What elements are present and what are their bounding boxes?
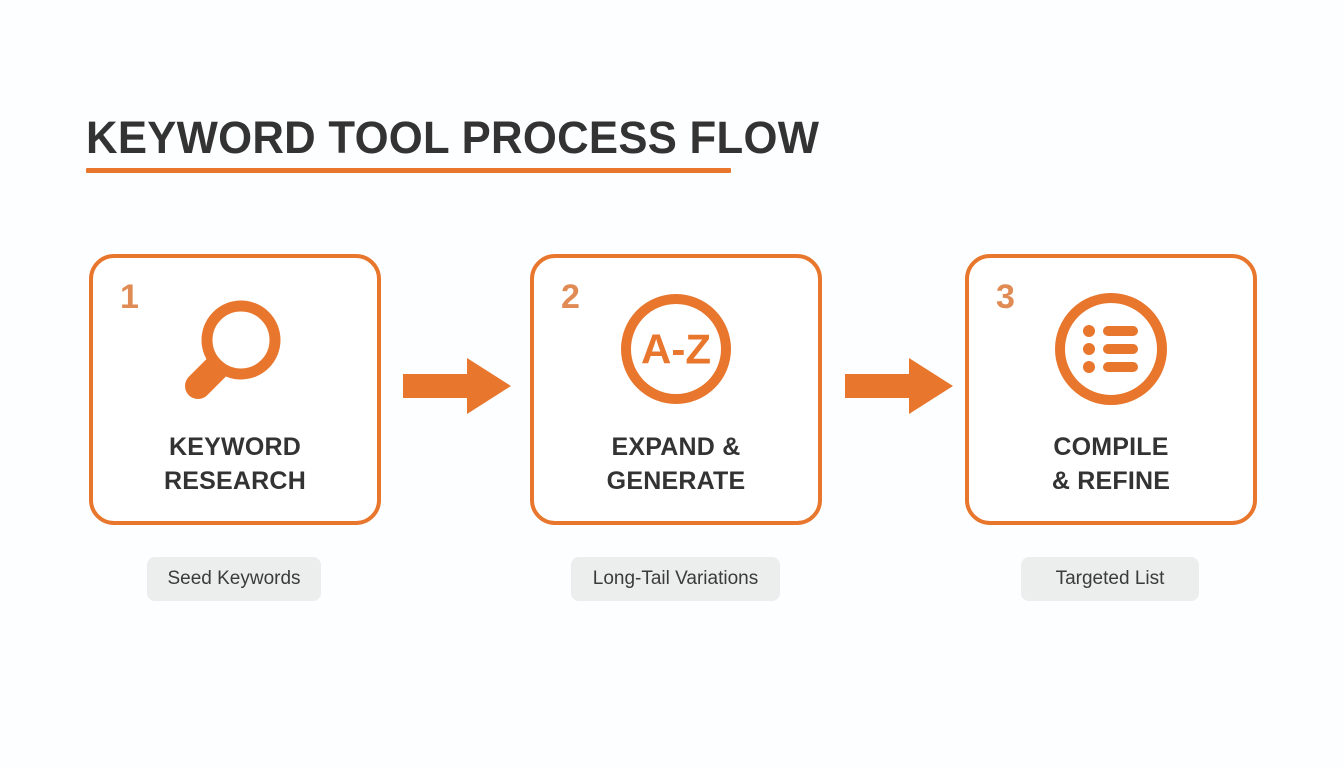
step-label-3: COMPILE & REFINE <box>1051 433 1171 495</box>
magnifying-glass-icon <box>185 300 281 399</box>
process-step-card-3[interactable]: 3 COMPILE & REFINE <box>965 254 1257 525</box>
page-title-block: KEYWORD TOOL PROCESS FLOW <box>86 112 842 173</box>
process-step-card-2[interactable]: 2 A-Z EXPAND & GENERATE <box>530 254 822 525</box>
step-label-2: EXPAND & GENERATE <box>606 433 746 495</box>
process-step-card-1[interactable]: 1 KEYWORD RESEARCH <box>89 254 381 525</box>
step-icon-1-wrap <box>93 286 377 412</box>
step-icon-2-wrap: A-Z <box>534 286 818 412</box>
flow-arrow-2 <box>845 358 953 414</box>
step-number-3: 3 <box>996 278 1015 316</box>
step-label-1: KEYWORD RESEARCH <box>164 433 306 495</box>
flow-arrow-1 <box>403 358 511 414</box>
output-pill-1[interactable]: Seed Keywords <box>147 557 321 601</box>
output-pill-3[interactable]: Targeted List <box>1021 557 1199 601</box>
step-icon-3-wrap <box>969 286 1253 412</box>
page-title: KEYWORD TOOL PROCESS FLOW <box>86 112 820 163</box>
step-number-2: 2 <box>561 278 580 316</box>
output-pill-row: Seed Keywords Long-Tail Variations Targe… <box>0 557 1344 601</box>
a-to-z-circle-icon: A-Z <box>621 294 731 404</box>
output-pill-2[interactable]: Long-Tail Variations <box>571 557 780 601</box>
title-underline-rule <box>86 168 731 173</box>
a-to-z-icon-text: A-Z <box>641 326 711 373</box>
bulleted-list-circle-icon <box>1055 293 1167 405</box>
process-flow-row: 1 KEYWORD RESEARCH 2 A-Z EXPAND & GE <box>0 254 1344 529</box>
step-number-1: 1 <box>120 278 139 316</box>
